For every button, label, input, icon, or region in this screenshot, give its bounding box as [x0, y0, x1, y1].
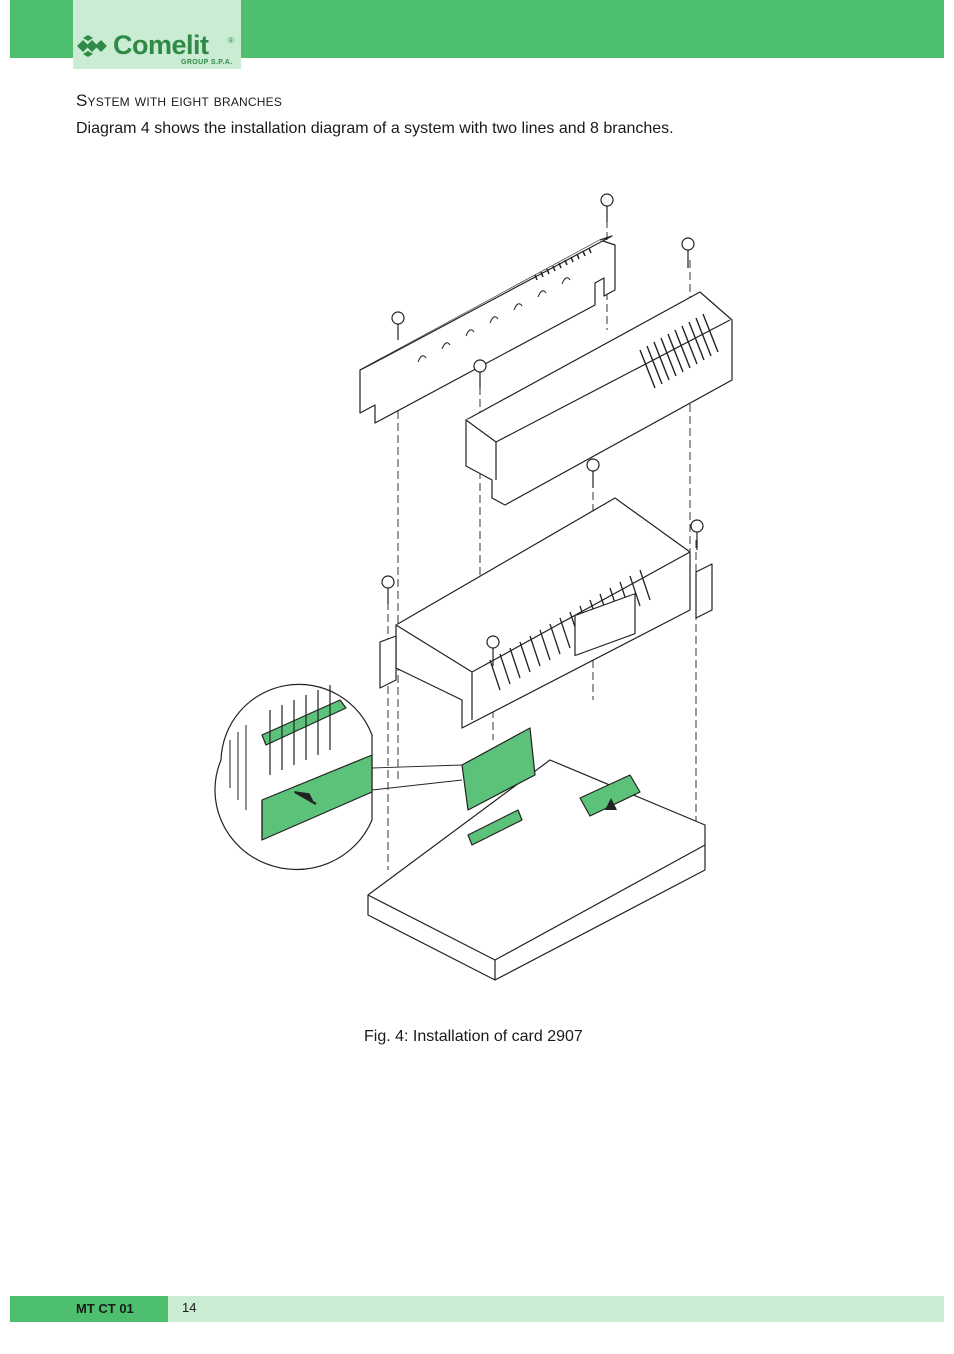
section-title: System with eight branches [76, 91, 283, 110]
upper-housing-cover [465, 291, 733, 506]
connector-detail-callout [214, 683, 463, 871]
body-paragraph: Diagram 4 shows the installation diagram… [76, 120, 674, 137]
logo-word: Comelit [113, 30, 209, 60]
page-number: 14 [182, 1300, 197, 1315]
figure-caption: Fig. 4: Installation of card 2907 [364, 1028, 583, 1045]
logo: Comelit ® GROUP S.P.A. [73, 0, 241, 69]
main-enclosure [379, 497, 713, 729]
card-2907 [461, 727, 536, 811]
logo-registered-mark: ® [228, 36, 234, 45]
comelit-logo-icon [77, 35, 107, 57]
footer-doc-code: MT CT 01 [10, 1296, 168, 1322]
logo-subtitle: GROUP S.P.A. [181, 59, 233, 66]
installation-diagram [214, 193, 733, 981]
base-circuit-board [367, 593, 706, 981]
terminal-cover [359, 235, 616, 424]
screws [381, 193, 704, 666]
doc-code-label: MT CT 01 [76, 1301, 134, 1316]
